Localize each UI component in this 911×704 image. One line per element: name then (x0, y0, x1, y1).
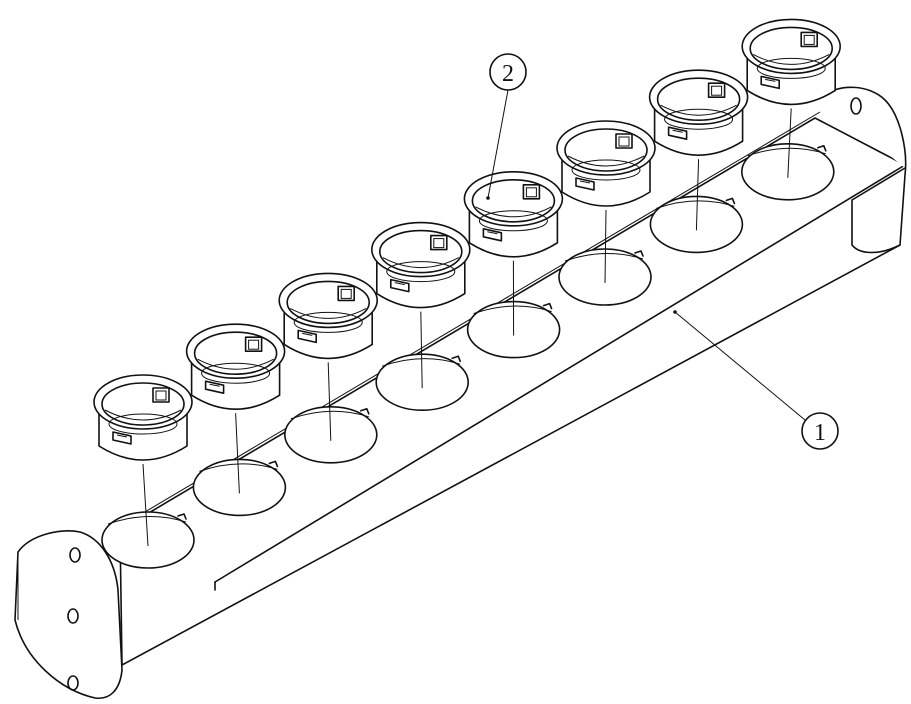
centerlines (142, 108, 792, 547)
centerline (235, 413, 240, 494)
port-cap (741, 18, 842, 106)
port-cap (93, 374, 193, 461)
callout-2-label: 2 (502, 61, 514, 87)
centerline (604, 209, 607, 284)
mounting-hole (69, 547, 81, 563)
callout-1-label: 1 (814, 420, 826, 446)
callout-1: 1 (673, 310, 839, 450)
right-end-plate (819, 86, 907, 254)
mounting-hole (67, 675, 79, 691)
port-cap (556, 120, 656, 207)
mounting-hole (67, 608, 79, 624)
centerline (695, 159, 700, 231)
port-cap (463, 171, 564, 258)
left-end-plate (14, 530, 123, 699)
callout-2: 2 (486, 53, 527, 200)
centerline (787, 108, 792, 178)
centerline (327, 362, 332, 441)
port-cap (278, 272, 379, 360)
port-cap (370, 221, 471, 309)
port-cap (185, 323, 286, 410)
port-cap (648, 69, 749, 156)
mounting-hole (850, 97, 862, 115)
centerline (420, 311, 423, 389)
centerline (142, 463, 149, 547)
port-caps (93, 18, 842, 461)
